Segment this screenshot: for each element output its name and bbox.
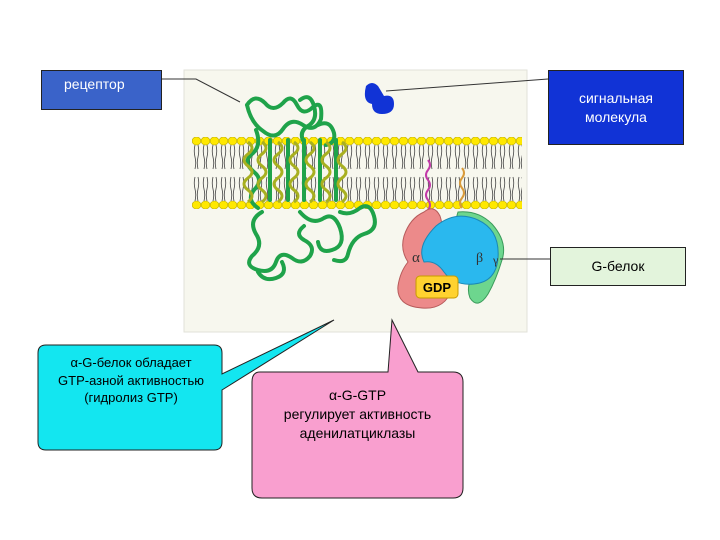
lipid-bilayer [192, 137, 522, 209]
callout-gtp-line3: аденилатциклазы [299, 424, 416, 441]
callout-gtpase-line1: α-G-белок обладает [70, 355, 192, 370]
signal-molecule-label: сигнальная молекула [548, 70, 684, 145]
callout-gtpase-text: α-G-белок обладает GTP-азной активностью… [38, 354, 224, 407]
beta-subunit [421, 215, 499, 285]
callout-gtp-line1: α-G-GTP [328, 387, 387, 403]
callout-gtpase-line3: (гидролиз GTP) [84, 390, 178, 406]
receptor-label-text: рецептор [64, 76, 125, 92]
signal-label-line1: сигнальная [578, 89, 653, 106]
alpha-lipid-anchor [425, 159, 431, 211]
callout-gtpase-bubble [37, 319, 335, 451]
g-protein-label: G-белок [550, 247, 686, 286]
alpha-symbol: α [412, 250, 420, 266]
beta-symbol: β [476, 251, 483, 266]
signal-leader-line [385, 78, 549, 92]
gamma-symbol: γ [492, 253, 499, 267]
callout-gtp-text: α-G-GTP регулирует активность аденилатци… [255, 386, 460, 443]
receptor-helices [242, 140, 348, 204]
callout-gtp-bubble [251, 318, 464, 499]
gamma-lipid-anchor [459, 167, 465, 209]
receptor-label: рецептор [41, 70, 162, 110]
callout-gtpase-line2: GTP-азной активностью [58, 372, 204, 388]
gdp-badge [415, 275, 459, 299]
gdp-label: GDP [423, 280, 452, 295]
receptor-leader-line [162, 78, 241, 103]
signal-label-line2: молекула [584, 108, 647, 125]
signal-molecule [364, 83, 394, 114]
g-protein-label-text: G-белок [591, 258, 645, 275]
callout-gtp-line2: регулирует активность [283, 405, 432, 422]
